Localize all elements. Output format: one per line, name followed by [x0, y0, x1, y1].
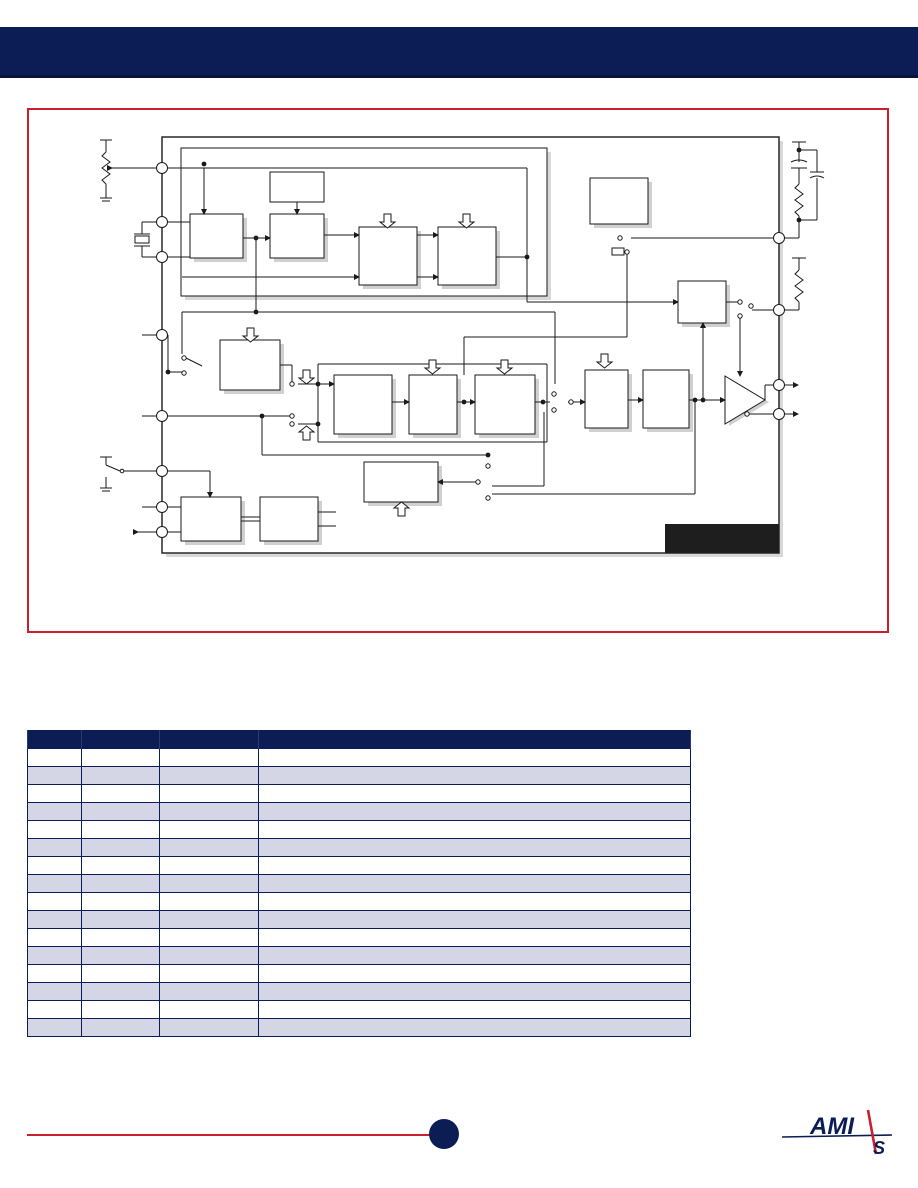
table-row: [27, 784, 691, 803]
table-cell: [258, 910, 691, 929]
company-logo: AMI S: [781, 1109, 893, 1158]
table-cell: [81, 748, 160, 767]
table-cell: [159, 892, 259, 911]
table-cell: [81, 946, 160, 965]
table-cell: [27, 838, 82, 857]
table-cell: [258, 1018, 691, 1037]
table-row: [27, 820, 691, 839]
table-cell: [159, 802, 259, 821]
table-cell: [258, 874, 691, 893]
table-row: [27, 766, 691, 785]
table-row: [27, 1018, 691, 1037]
table-cell: [81, 1000, 160, 1019]
table-cell: [27, 928, 82, 947]
table-header-row: [27, 730, 691, 749]
table-cell: [81, 766, 160, 785]
table-cell: [81, 1018, 160, 1037]
table-cell: [81, 910, 160, 929]
table-cell: [27, 766, 82, 785]
table-cell: [81, 784, 160, 803]
table-cell: [27, 946, 82, 965]
block-diagram: [100, 136, 825, 557]
table-cell: [258, 802, 691, 821]
table-cell: [27, 856, 82, 875]
table-cell: [159, 748, 259, 767]
pin-description-table: [27, 730, 691, 1037]
table-cell: [81, 964, 160, 983]
table-cell: [258, 946, 691, 965]
table-cell: [27, 910, 82, 929]
table-cell: [27, 1018, 82, 1037]
table-cell: [159, 766, 259, 785]
table-cell: [258, 1000, 691, 1019]
table-row: [27, 928, 691, 947]
table-cell: [159, 982, 259, 1001]
table-cell: [27, 802, 82, 821]
table-cell: [258, 748, 691, 767]
table-cell: [81, 928, 160, 947]
table-cell: [81, 892, 160, 911]
table-cell: [258, 856, 691, 875]
table-cell: [159, 928, 259, 947]
table-cell: [27, 784, 82, 803]
table-cell: [159, 1000, 259, 1019]
column-header: [81, 730, 160, 749]
table-cell: [81, 820, 160, 839]
table-cell: [81, 874, 160, 893]
table-cell: [258, 784, 691, 803]
table-cell: [159, 820, 259, 839]
footer-rule: [27, 1134, 432, 1136]
table-cell: [258, 838, 691, 857]
block-oscillator: [189, 213, 247, 262]
table-cell: [159, 874, 259, 893]
table-cell: [258, 928, 691, 947]
table-cell: [258, 982, 691, 1001]
table-row: [27, 964, 691, 983]
table-cell: [81, 838, 160, 857]
column-header: [27, 730, 82, 749]
table-cell: [27, 820, 82, 839]
table-cell: [27, 748, 82, 767]
table-cell: [81, 856, 160, 875]
table-cell: [159, 964, 259, 983]
table-cell: [159, 856, 259, 875]
table-cell: [159, 838, 259, 857]
table-row: [27, 1000, 691, 1019]
table-cell: [27, 892, 82, 911]
table-cell: [159, 946, 259, 965]
table-row: [27, 892, 691, 911]
table-cell: [27, 1000, 82, 1019]
table-row: [27, 838, 691, 857]
table-cell: [258, 820, 691, 839]
table-cell: [27, 982, 82, 1001]
table-row: [27, 946, 691, 965]
column-header: [159, 730, 259, 749]
table-cell: [81, 982, 160, 1001]
table-cell: [258, 892, 691, 911]
table-row: [27, 982, 691, 1001]
table-cell: [81, 802, 160, 821]
table-cell: [159, 1018, 259, 1037]
table-cell: [258, 766, 691, 785]
block-diagram-frame: [27, 108, 889, 633]
table-cell: [258, 964, 691, 983]
logo-subtext: S: [873, 1138, 885, 1158]
table-cell: [159, 910, 259, 929]
table-row: [27, 910, 691, 929]
table-cell: [27, 874, 82, 893]
page-number-badge: [429, 1119, 459, 1149]
column-header: [258, 730, 691, 749]
table-row: [27, 802, 691, 821]
table-row: [27, 748, 691, 767]
table-row: [27, 856, 691, 875]
table-cell: [27, 964, 82, 983]
table-row: [27, 874, 691, 893]
header-bar: [0, 27, 918, 78]
table-cell: [159, 784, 259, 803]
